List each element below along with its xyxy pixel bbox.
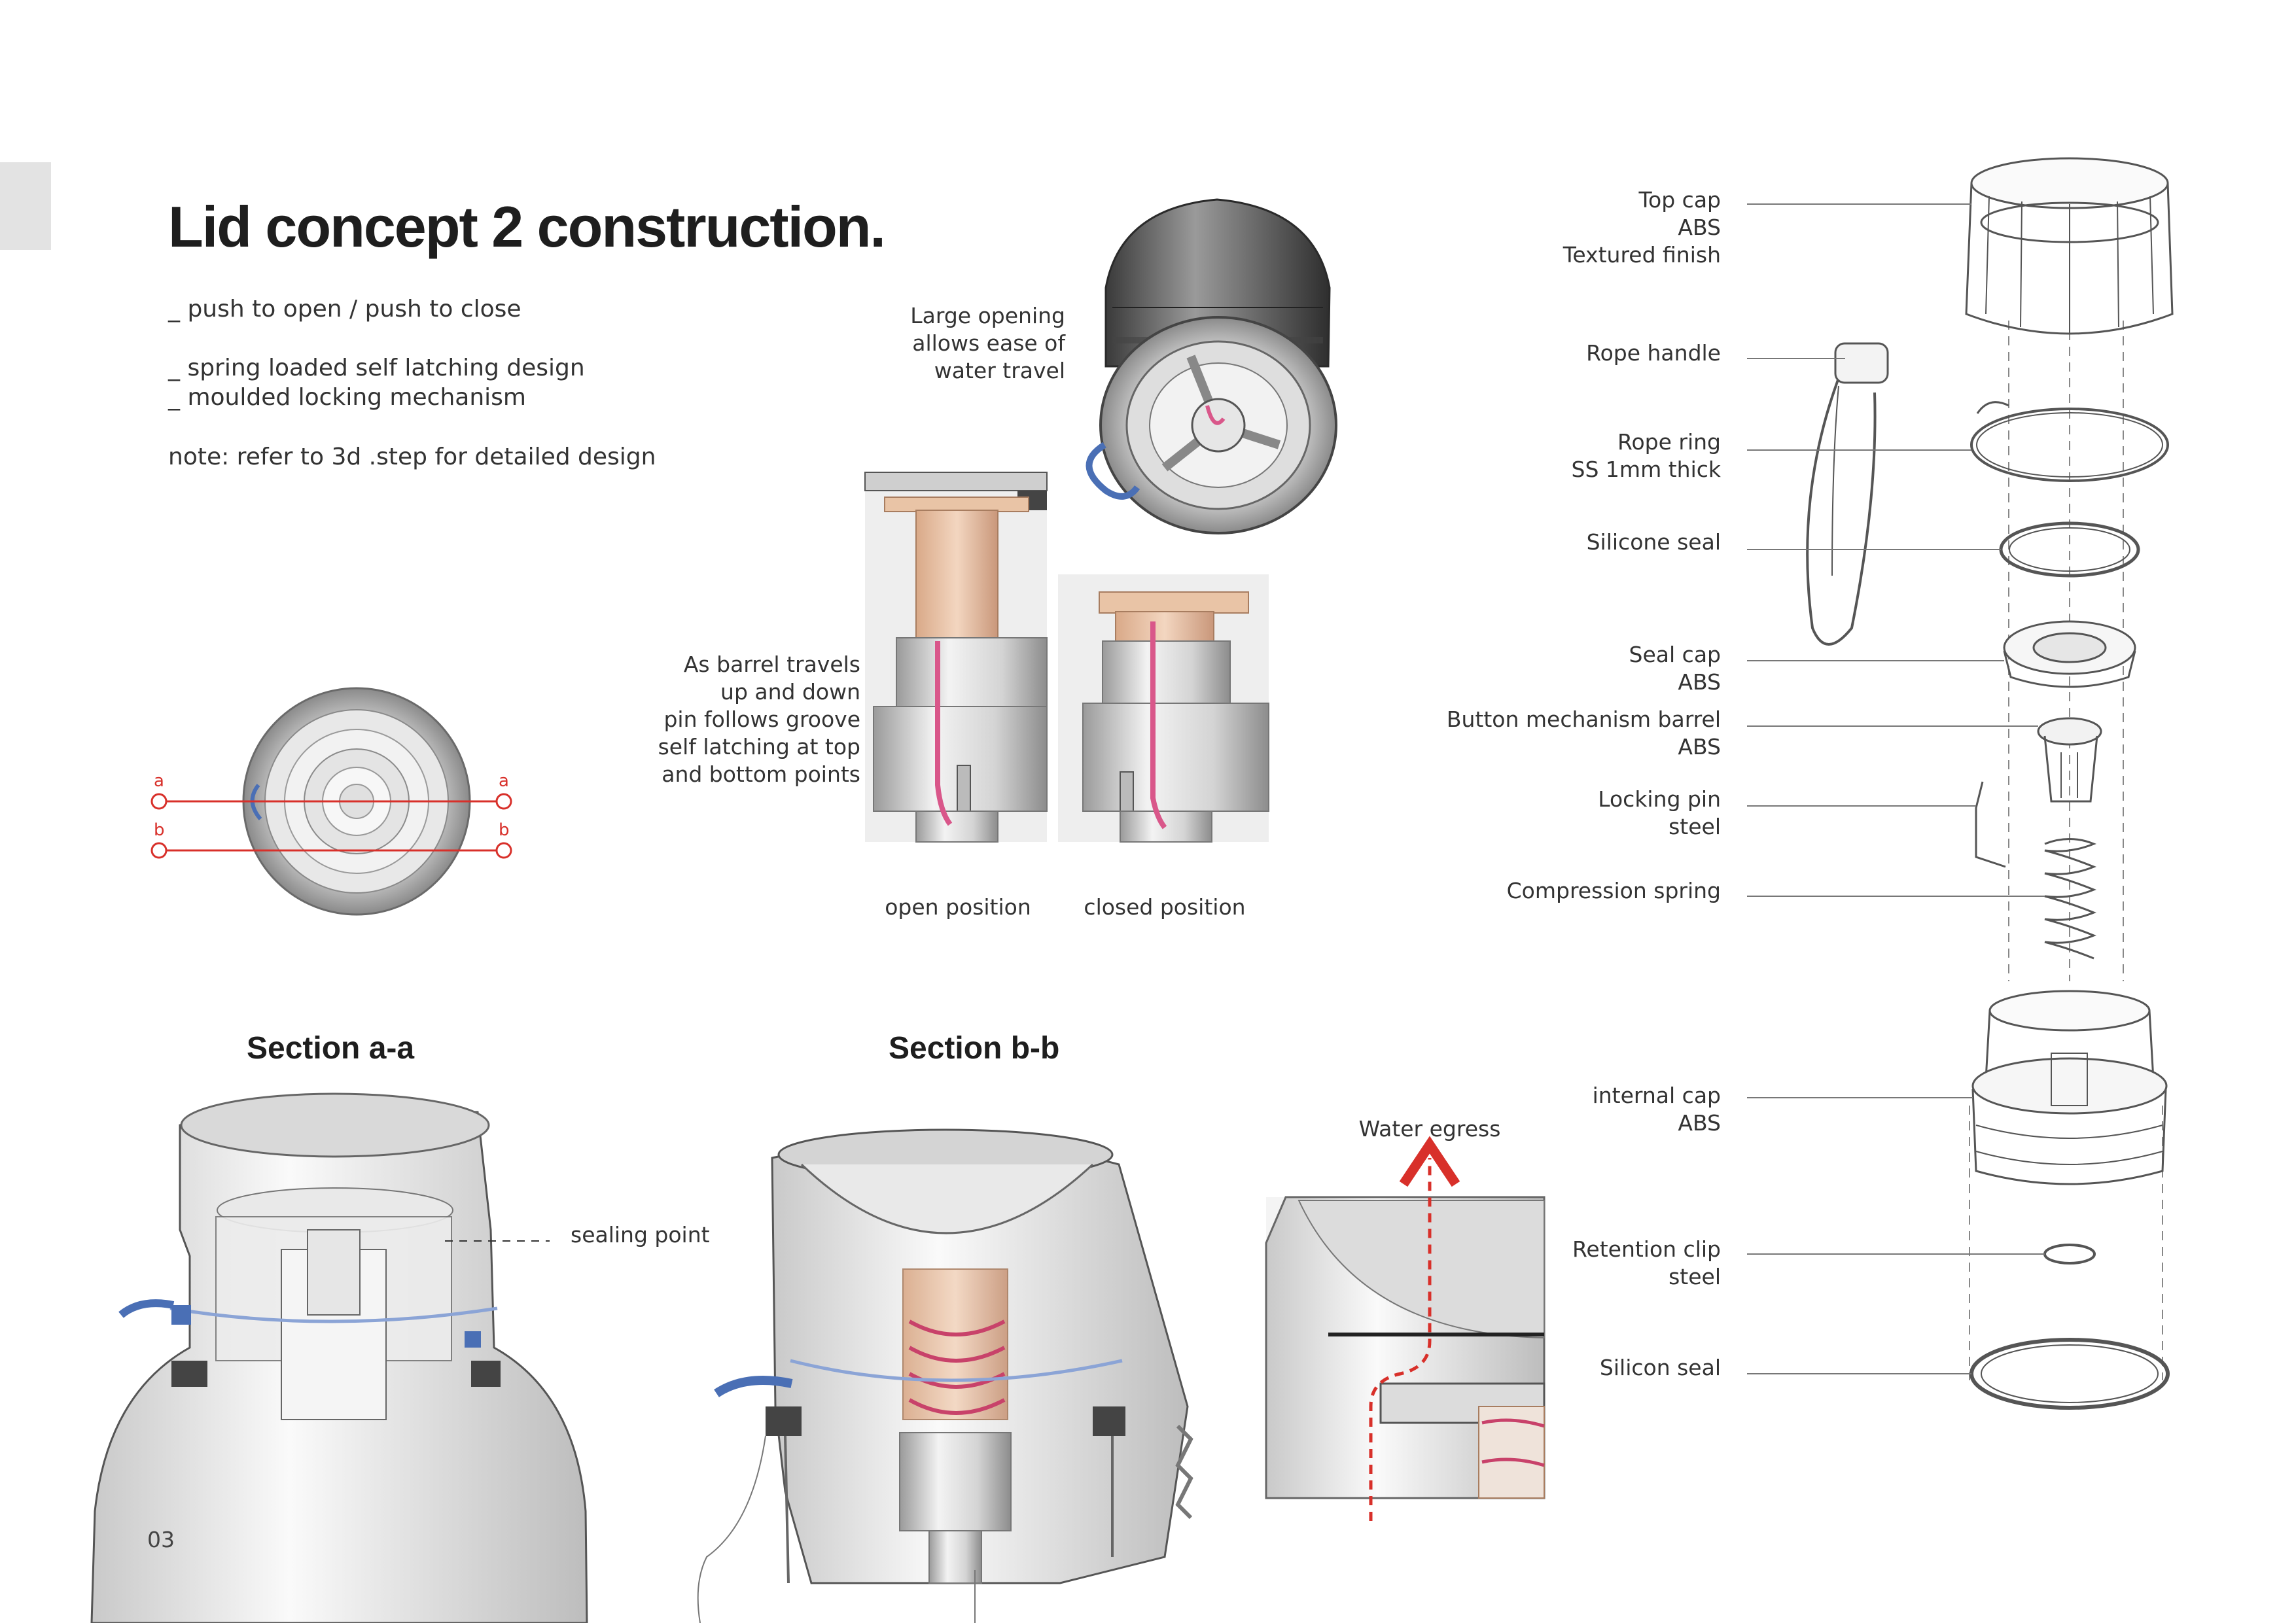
section-line-a	[150, 793, 512, 810]
section-a-a-drawing	[90, 1092, 588, 1623]
sealing-point-callout: sealing point	[571, 1222, 710, 1248]
part-label-retention-clip: Retention clip steel	[1572, 1236, 1721, 1289]
locking-pin-part	[1975, 781, 2006, 868]
part-label-top-cap: Top cap ABS Textured finish	[1563, 187, 1721, 268]
feature-self-latching: _ spring loaded self latching design	[168, 355, 585, 381]
water-egress-callout: Water egress	[1358, 1116, 1501, 1142]
open-position-cutaway	[864, 472, 1048, 843]
open-position-label: open position	[885, 894, 1031, 920]
lid-underside-view	[1086, 198, 1337, 534]
page-number: 03	[147, 1527, 175, 1552]
feature-locking-mechanism: _ moulded locking mechanism	[168, 384, 526, 411]
exploded-view	[1806, 157, 2174, 1410]
part-label-silicon-seal: Silicon seal	[1599, 1355, 1721, 1380]
part-label-silicone-seal: Silicone seal	[1586, 529, 1721, 555]
feature-push-to-open: _ push to open / push to close	[168, 296, 521, 323]
part-label-rope-handle: Rope handle	[1586, 340, 1721, 366]
part-label-internal-cap: internal cap ABS	[1592, 1083, 1721, 1136]
marker-a-right: a	[499, 771, 509, 791]
page-tab-marker	[0, 162, 51, 250]
section-b-b-title: Section b-b	[889, 1031, 1060, 1066]
silicon-seal-bottom-part	[1969, 1338, 2170, 1410]
retention-clip-part	[2043, 1244, 2096, 1265]
rope-ring-part	[1970, 401, 2169, 482]
rope-handle-part	[1806, 342, 1889, 646]
part-label-seal-cap: Seal cap ABS	[1629, 642, 1721, 695]
part-label-compression-spring: Compression spring	[1506, 878, 1721, 903]
feature-note: note: refer to 3d .step for detailed des…	[168, 444, 656, 470]
top-cap-part	[1965, 157, 2174, 335]
button-barrel-part	[2037, 717, 2102, 803]
section-b-b-drawing	[697, 1128, 1193, 1623]
part-label-button-barrel: Button mechanism barrel ABS	[1446, 707, 1721, 759]
internal-cap-part	[1971, 990, 2168, 1185]
barrel-travel-callout: As barrel travels up and down pin follow…	[658, 652, 860, 787]
part-label-locking-pin: Locking pin steel	[1598, 786, 1721, 839]
closed-position-label: closed position	[1084, 894, 1245, 920]
marker-b-right: b	[499, 820, 510, 840]
part-label-rope-ring: Rope ring SS 1mm thick	[1571, 429, 1721, 482]
part-leader-lines	[1747, 203, 2045, 1374]
large-opening-callout: Large opening allows ease of water trave…	[910, 303, 1065, 383]
section-line-b	[150, 842, 512, 859]
marker-b-left: b	[154, 820, 165, 840]
page-title: Lid concept 2 construction.	[168, 194, 886, 259]
closed-position-cutaway	[1058, 574, 1269, 843]
water-egress-detail	[1265, 1136, 1545, 1521]
marker-a-left: a	[154, 771, 164, 791]
seal-cap-part	[2003, 620, 2136, 688]
section-a-a-title: Section a-a	[247, 1031, 415, 1066]
compression-spring-part	[2044, 838, 2096, 960]
